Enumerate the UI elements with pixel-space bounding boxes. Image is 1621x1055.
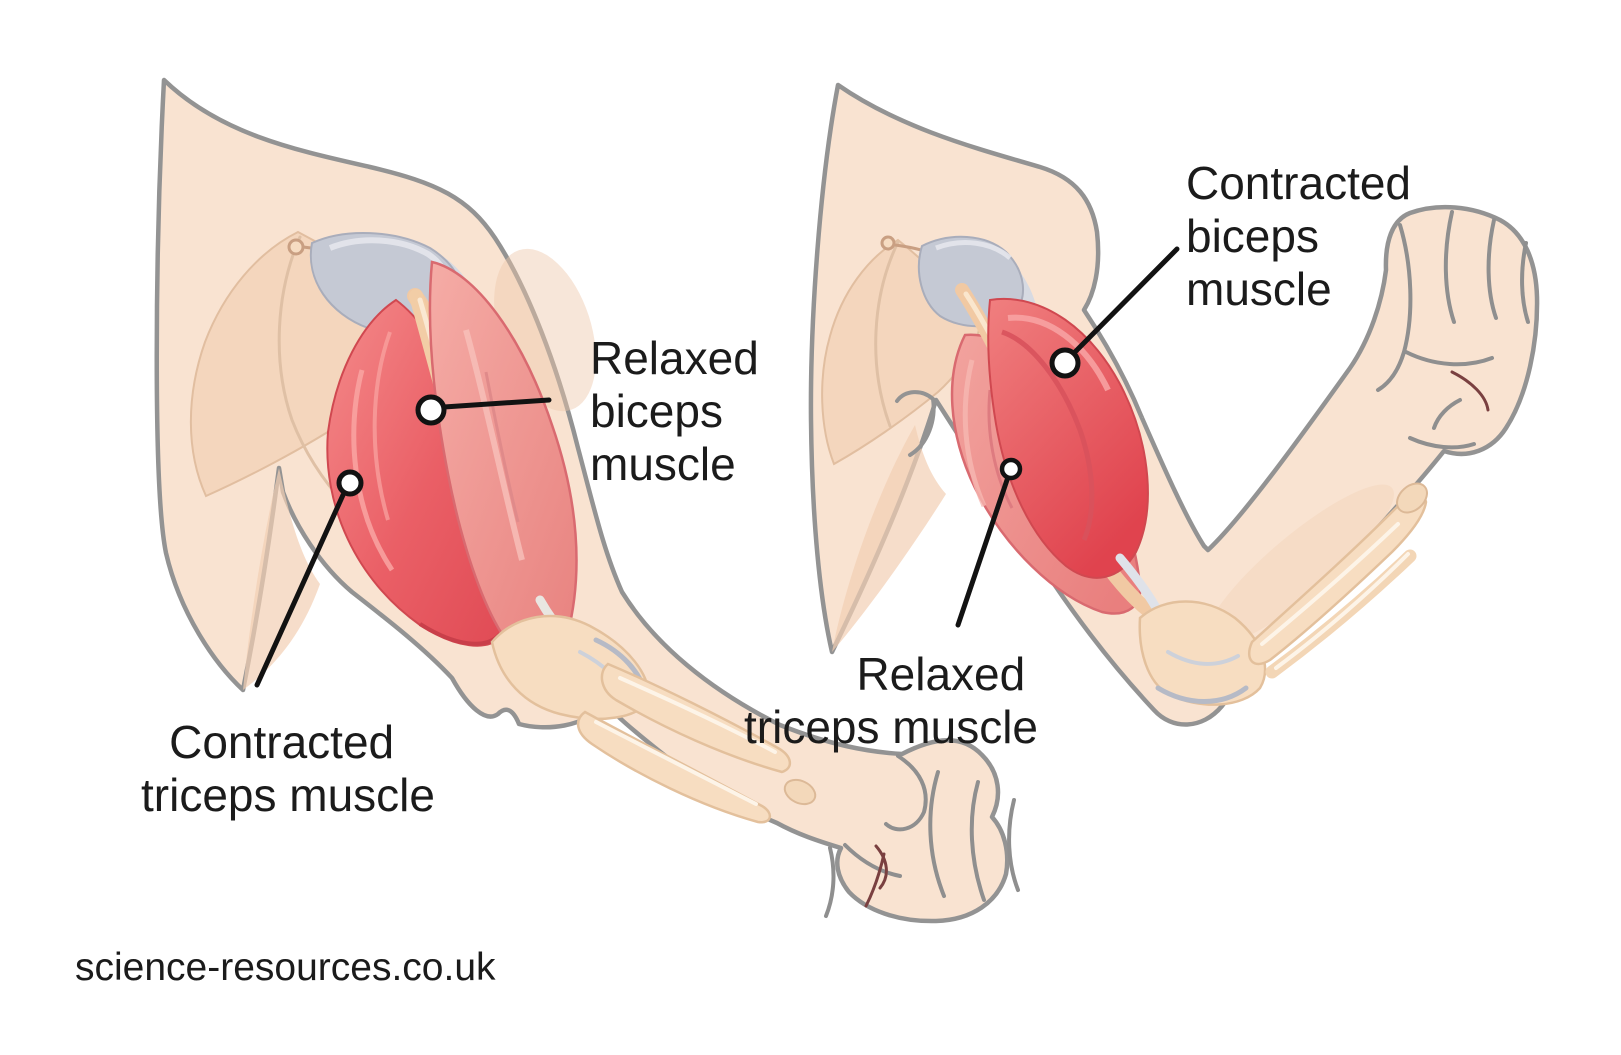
left-radius-highlight [618,676,777,754]
left-finger-line-3 [1007,798,1020,892]
left-elbow-and-forearm-bones [490,614,817,824]
contracted-triceps-label-line-2: triceps muscle [141,769,435,821]
right-finger-bottom-curl [1404,350,1494,367]
contracted-biceps-label-line-3: muscle [1186,263,1332,315]
right-elbow-ligament [1155,685,1249,704]
left-arm-illustration [154,77,1020,924]
right-fist-details [1376,210,1530,450]
relaxed-biceps-callout-line [441,397,552,410]
right-finger-line-2 [1486,218,1498,320]
relaxed-biceps-label-line-1: Relaxed [590,332,759,384]
right-biceps-shape [987,297,1149,579]
right-elbow-bone [1138,600,1267,706]
right-finger-line-3 [1520,241,1530,324]
right-wrist-crease-line [1408,436,1476,450]
contracted-triceps-label-line-1: Contracted [169,716,394,768]
left-knuckle-crease [843,843,902,878]
right-biceps-inner-lobe [1001,329,1095,541]
left-ulna-highlight [594,720,758,806]
right-biceps-highlight [1007,314,1111,392]
left-triceps-highlight [351,369,395,572]
right-ulna-highlight [1274,552,1410,670]
relaxed-triceps-callout-line [955,477,1010,628]
left-palm-dark-crease [874,844,888,890]
right-forearm-shading [1206,484,1394,646]
left-biceps-crease [484,371,520,523]
right-flap-shading [832,425,946,652]
right-wrist-bone-head [1396,482,1428,514]
contracted-biceps-label: Contracted biceps muscle [1186,157,1424,315]
contracted-biceps-label-line-1: Contracted [1186,157,1411,209]
contracted-triceps-callout-line [254,492,346,688]
relaxed-biceps-label-line-2: biceps [590,385,723,437]
left-flap-shading [243,468,320,690]
left-wrist-bone-head [783,778,817,806]
right-triceps-crease-1 [987,389,1014,509]
right-armpit-hook-crease [895,390,936,457]
contracted-biceps-label-line-2: biceps [1186,210,1319,262]
right-elbow-ligament-2 [1166,650,1240,666]
contracted-triceps-label: Contracted triceps muscle [141,716,435,821]
relaxed-biceps-label-line-3: muscle [590,438,736,490]
right-finger-line-1 [1443,210,1456,324]
relaxed-biceps-callout-marker [415,394,447,426]
callouts [254,246,1180,688]
relaxed-triceps-label-line-1: Relaxed [856,648,1025,700]
right-elbow-and-forearm-bones [1138,482,1428,706]
right-wrist-hook [1432,398,1462,430]
left-thumb-curl-line [884,754,928,832]
relaxed-biceps-label: Relaxed biceps muscle [590,332,772,490]
left-finger-line-2 [969,780,986,902]
right-contracted-biceps-muscle [987,297,1171,633]
right-radius-highlight [1260,522,1400,646]
relaxed-triceps-label-line-2: triceps muscle [744,701,1038,753]
left-triceps-highlight-2 [372,331,392,521]
left-biceps-highlight [463,329,525,561]
contracted-biceps-callout-line [1072,246,1180,355]
left-finger-line-1 [928,770,946,898]
right-chest-crease [874,240,900,428]
left-wrist-line [824,846,836,918]
right-arm-illustration [808,82,1540,727]
right-triceps-highlight [962,359,987,507]
right-joint-highlight [935,240,1012,260]
relaxed-triceps-label: Relaxed triceps muscle [744,648,1038,753]
contracted-biceps-callout-marker [1049,347,1081,379]
left-clavicle-knob [287,238,305,256]
left-palm-dark-crease-2 [864,852,886,908]
watermark-text: science-resources.co.uk [75,946,496,989]
left-contracted-triceps-muscle [326,298,505,647]
right-clavicle-knob [880,235,896,251]
left-fist-details [824,754,1020,918]
right-wrist-dark-crease [1450,370,1490,412]
relaxed-triceps-callout-marker [999,457,1023,481]
right-thumb-separation-line [1376,223,1413,392]
contracted-triceps-callout-marker [336,469,364,497]
